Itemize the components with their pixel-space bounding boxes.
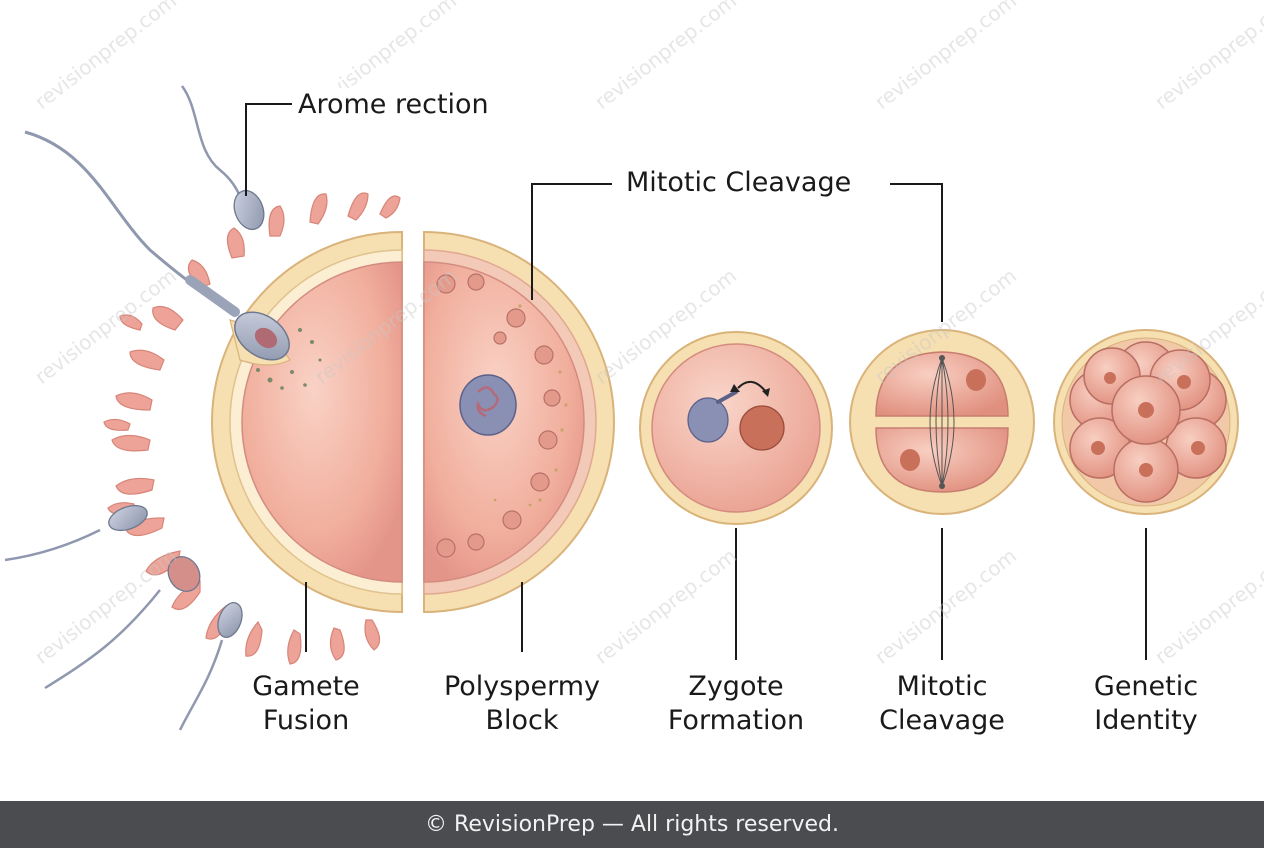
egg-gamete-fusion (103, 192, 403, 665)
zygote (639, 331, 833, 525)
lower-sperm-3 (178, 602, 243, 731)
label-mitotic-cleavage-line1: Mitotic (896, 671, 988, 702)
fusion-arrow (737, 381, 767, 393)
leader-lines (245, 103, 1147, 660)
female-pronucleus (739, 405, 785, 451)
copyright-footer: © RevisionPrep — All rights reserved. (0, 801, 1264, 848)
mitotic-spindle (929, 357, 955, 487)
label-polyspermy-block: Polyspermy Block (422, 670, 622, 738)
cortical-granules (436, 273, 561, 558)
label-gamete-fusion-line1: Gamete (252, 671, 360, 702)
label-acrosome-reaction: Arome rection (292, 88, 495, 122)
lower-sperm-1 (4, 504, 148, 562)
penetrating-sperm (24, 130, 290, 361)
genetic-identity-cell (1053, 329, 1239, 515)
acrosomal-granules (256, 328, 322, 390)
corona-radiata-villi (103, 192, 401, 665)
label-polyspermy-block-line1: Polyspermy (443, 671, 601, 702)
label-zygote-formation: Zygote Formation (646, 670, 826, 738)
label-genetic-identity: Genetic Identity (1066, 670, 1226, 738)
label-polyspermy-block-line2: Block (485, 705, 559, 736)
lower-sperm-2 (44, 556, 201, 690)
label-zygote-formation-line2: Formation (667, 705, 805, 736)
label-genetic-identity-line2: Identity (1094, 705, 1198, 736)
label-genetic-identity-line1: Genetic (1093, 671, 1199, 702)
mitotic-cleavage-cell (849, 329, 1035, 515)
label-mitotic-cleavage-top: Mitotic Cleavage (620, 166, 858, 200)
sperm-cells (4, 85, 290, 731)
egg-polyspermy-block (423, 230, 615, 614)
label-mitotic-cleavage: Mitotic Cleavage (860, 670, 1024, 738)
egg-nucleus (459, 374, 517, 436)
label-mitotic-cleavage-line2: Cleavage (879, 705, 1005, 736)
acrosome-sperm (180, 85, 265, 231)
male-pronucleus (687, 397, 729, 443)
label-gamete-fusion: Gamete Fusion (226, 670, 386, 738)
label-zygote-formation-line1: Zygote (688, 671, 784, 702)
label-gamete-fusion-line2: Fusion (262, 705, 350, 736)
